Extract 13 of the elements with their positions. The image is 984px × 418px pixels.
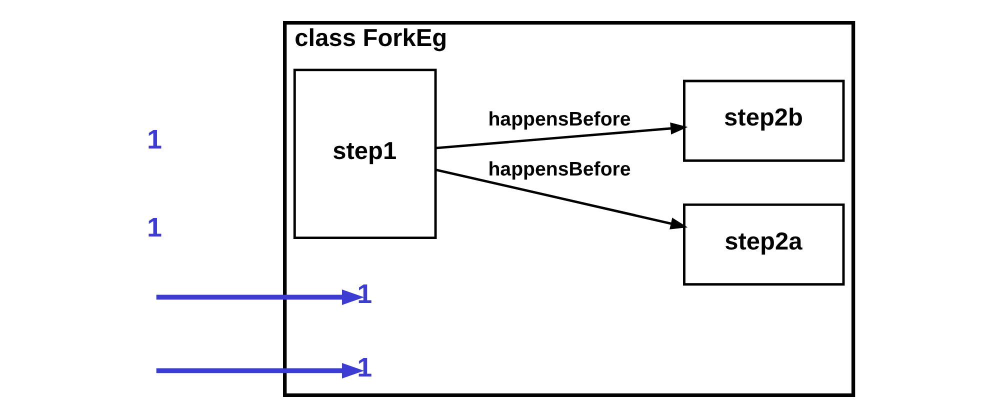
edge-label: happensBefore xyxy=(488,108,630,130)
node-text: 1 xyxy=(356,278,372,309)
node-text: 1 xyxy=(356,352,372,382)
label: 1 xyxy=(146,124,162,154)
arrow xyxy=(435,122,688,150)
node-box: step1 xyxy=(292,68,436,240)
label: 1 xyxy=(146,212,162,243)
arrow xyxy=(156,289,364,305)
arrow xyxy=(156,362,364,378)
edge-label: happensBefore xyxy=(488,158,630,181)
node-box: step2a xyxy=(682,203,844,286)
arrow xyxy=(435,168,688,230)
node-box: step2b xyxy=(682,80,844,162)
